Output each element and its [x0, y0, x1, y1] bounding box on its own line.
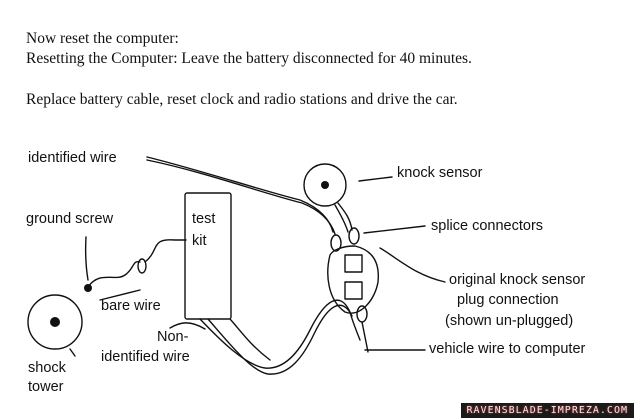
plug-square-top: [344, 254, 363, 273]
label-identified-wire: identified wire: [28, 150, 117, 166]
label-original-plug-1: original knock sensor: [449, 272, 586, 288]
original-plug-outline: [327, 245, 379, 314]
label-test-kit-1: test: [192, 211, 216, 227]
label-shock-tower-1: shock: [28, 360, 66, 376]
ground-screw-dot: [84, 284, 92, 292]
label-non-identified-2: identified wire: [101, 349, 190, 365]
site-watermark: RAVENSBLADE-IMPREZA.COM: [460, 403, 634, 418]
label-original-plug-2: plug connection: [457, 292, 559, 308]
splice-connector-right: [348, 227, 360, 245]
bare-wire-splice: [137, 258, 147, 274]
plug-square-bottom: [344, 281, 363, 300]
instruction-reset: Resetting the Computer: Leave the batter…: [26, 50, 472, 67]
label-splice-connectors: splice connectors: [431, 218, 544, 234]
splice-connector-left: [330, 234, 342, 252]
identified-wire: [146, 156, 334, 233]
non-identified-wire: [199, 299, 361, 369]
label-ground-screw: ground screw: [26, 211, 114, 227]
ground-wire: [87, 261, 141, 288]
shock-tower-center: [50, 317, 60, 327]
knock-sensor-center: [321, 181, 329, 189]
knock-sensor-body: [303, 163, 347, 207]
label-test-kit-2: kit: [192, 233, 207, 249]
shock-tower-body: [27, 294, 83, 350]
instruction-heading: Now reset the computer:: [26, 30, 179, 47]
label-shock-tower-2: tower: [28, 379, 64, 395]
label-non-identified-1: Non-: [157, 329, 189, 345]
vehicle-wire: [361, 321, 369, 353]
label-vehicle-wire: vehicle wire to computer: [429, 341, 586, 357]
label-knock-sensor: knock sensor: [397, 165, 483, 181]
label-bare-wire: bare wire: [101, 298, 161, 314]
instruction-replace: Replace battery cable, reset clock and r…: [26, 91, 458, 108]
label-original-plug-3: (shown un-plugged): [445, 313, 574, 329]
splice-connector-lower: [356, 305, 368, 323]
